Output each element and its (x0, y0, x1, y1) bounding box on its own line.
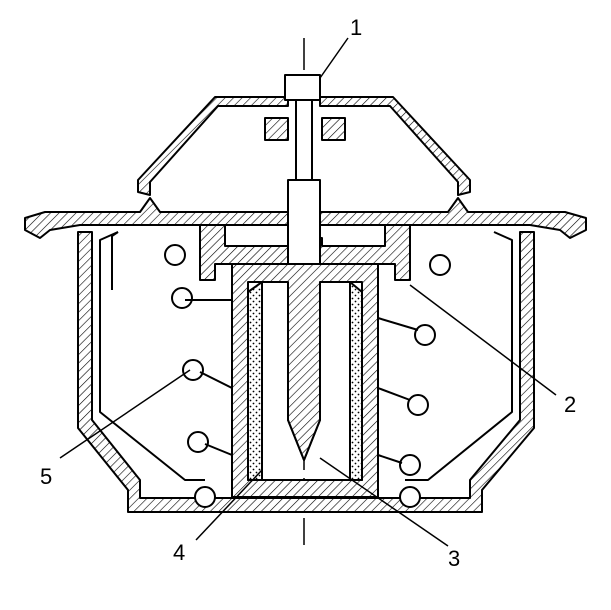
callout-label-2: 2 (564, 392, 576, 417)
spring-left (164, 244, 233, 508)
callout-label-3: 3 (448, 546, 460, 571)
callout-label-4: 4 (173, 540, 185, 565)
wax-element-right (349, 281, 363, 481)
wax-element-left (247, 281, 263, 481)
upper-dome-cap-right (319, 96, 471, 196)
stem-top (284, 74, 321, 101)
leader-line-2 (409, 284, 557, 396)
leader-line-5 (59, 369, 191, 459)
leader-line-3 (319, 457, 449, 547)
leader-line-1 (319, 37, 349, 79)
stem-guide-left (264, 117, 289, 141)
callout-label-1: 1 (350, 15, 362, 40)
outer-cup-wall (77, 231, 535, 513)
inner-frame-right (405, 231, 513, 481)
stem-guide-right (321, 117, 346, 141)
callout-label-5: 5 (40, 464, 52, 489)
spring-right (377, 254, 451, 508)
inner-frame-left (99, 231, 205, 481)
leader-line-4 (195, 469, 263, 541)
upper-dome-cap (137, 96, 289, 196)
